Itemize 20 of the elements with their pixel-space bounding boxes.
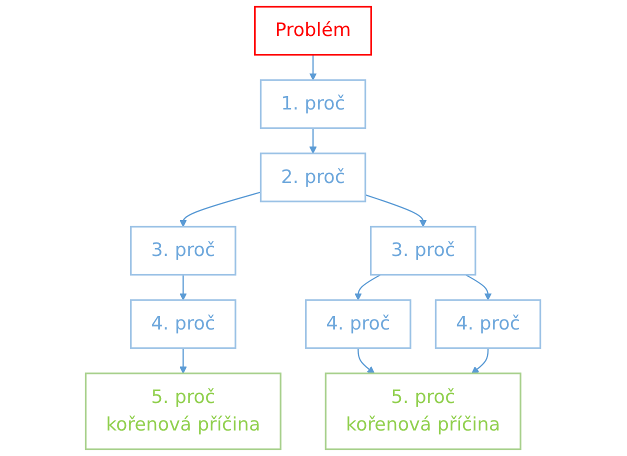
- arrow: [310, 54, 318, 80]
- arrow: [466, 274, 492, 300]
- arrow: [358, 348, 376, 374]
- arrow: [180, 192, 262, 228]
- arrow: [366, 194, 428, 228]
- arrow: [180, 274, 188, 300]
- node-box: 4. proč: [306, 299, 412, 349]
- arrow: [180, 348, 188, 374]
- node-box: 4. proč: [435, 299, 542, 349]
- node-box: 5. proč kořenová příčina: [325, 372, 522, 450]
- node-box: 1. proč: [260, 79, 367, 129]
- node-box: 3. proč: [130, 226, 237, 276]
- node-box: 2. proč: [260, 152, 367, 202]
- node-box: 4. proč: [130, 299, 237, 349]
- arrow: [354, 274, 382, 300]
- node-box: Problém: [254, 6, 372, 56]
- node-box: 5. proč kořenová příčina: [85, 372, 282, 450]
- node-box: 3. proč: [370, 226, 477, 276]
- arrow: [472, 348, 490, 374]
- arrow: [310, 128, 318, 154]
